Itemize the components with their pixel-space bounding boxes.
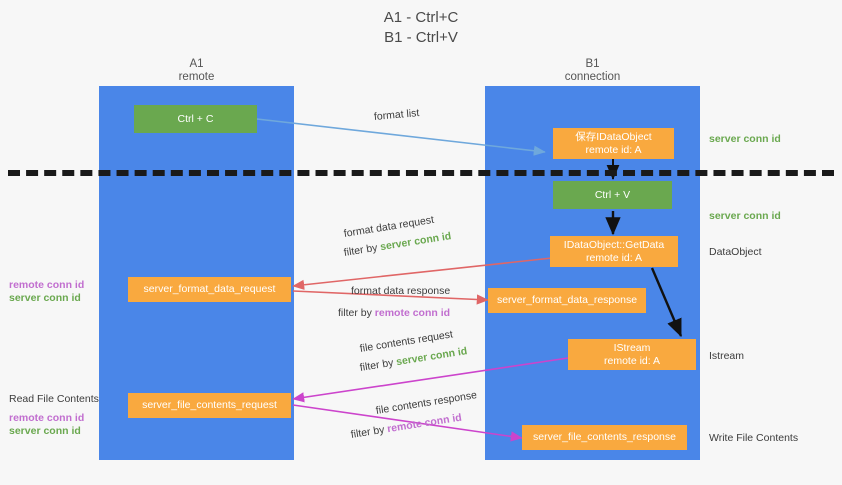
edge-label-format-data-response-line1: format data response [351, 285, 451, 297]
node-server-file-contents-response[interactable]: server_file_contents_response [522, 425, 687, 450]
annotation-conn-ids-left-lower: remote conn id server conn id [9, 412, 84, 438]
node-istream[interactable]: IStream remote id: A [568, 339, 696, 370]
annotation-server-conn-id: server conn id [9, 425, 81, 437]
edge-label-file-contents-response-line2: filter by remote conn id [350, 409, 478, 442]
edge-label-file-contents-request: file contents request filter by server c… [358, 328, 469, 375]
node-istream-line2: remote id: A [603, 354, 661, 367]
node-getdata-line1: IDataObject::GetData [563, 239, 665, 251]
column-header-b1: B1 connection [510, 58, 675, 84]
column-header-b1-name: B1 [585, 58, 600, 70]
node-ctrl-v[interactable]: Ctrl + V [553, 181, 672, 209]
edge-label-file-contents-response: file contents response filter by remote … [350, 389, 478, 442]
node-server-format-data-response-label: server_format_data_response [496, 294, 638, 307]
node-server-format-data-response[interactable]: server_format_data_response [488, 288, 646, 313]
edge-label-format-data-response-line2: filter by remote conn id [338, 307, 450, 320]
annotation-write-file-contents: Write File Contents [709, 432, 799, 444]
remote-conn-id-key: remote conn id [374, 307, 451, 319]
title-line-2: B1 - Ctrl+V [384, 29, 458, 46]
edge-label-format-list: format list [373, 107, 420, 123]
node-server-file-contents-response-label: server_file_contents_response [532, 431, 676, 444]
title-line-1: A1 - Ctrl+C [383, 9, 459, 26]
node-save-idataobject-line1: 保存IDataObject [575, 131, 652, 143]
column-header-a1: A1 remote [114, 58, 279, 84]
node-ctrl-c[interactable]: Ctrl + C [134, 105, 257, 133]
column-header-a1-name: A1 [189, 58, 204, 70]
annotation-istream: Istream [709, 350, 745, 362]
filter-by-text: filter by [349, 423, 389, 441]
annotation-remote-conn-id: remote conn id [9, 279, 85, 291]
annotation-remote-conn-id: remote conn id [9, 412, 85, 424]
node-getdata-line2: remote id: A [585, 251, 643, 264]
annotation-dataobject: DataObject [709, 246, 762, 258]
annotation-read-file-contents: Read File Contents [9, 393, 99, 405]
edge-label-format-data-request: format data request filter by server con… [342, 214, 453, 260]
node-ctrl-c-label: Ctrl + C [177, 112, 214, 125]
node-server-file-contents-request[interactable]: server_file_contents_request [128, 393, 291, 418]
phase-divider [8, 170, 834, 176]
filter-by-text: filter by [358, 356, 398, 374]
node-server-format-data-request-label: server_format_data_request [143, 283, 276, 296]
filter-by-text: filter by [338, 307, 375, 319]
column-header-b1-sub: connection [564, 71, 621, 83]
node-idataobject-getdata[interactable]: IDataObject::GetData remote id: A [550, 236, 678, 267]
edge-label-format-data-response: format data response filter by remote co… [338, 285, 451, 320]
diagram-title: A1 - Ctrl+C B1 - Ctrl+V [0, 8, 842, 48]
node-server-format-data-request[interactable]: server_format_data_request [128, 277, 291, 302]
filter-by-text: filter by [342, 241, 382, 259]
node-ctrl-v-label: Ctrl + V [594, 188, 631, 201]
annotation-conn-ids-left-upper: remote conn id server conn id [9, 279, 84, 305]
annotation-server-conn-id: server conn id [9, 292, 81, 304]
remote-conn-id-key: remote conn id [386, 411, 463, 436]
annotation-server-conn-id-mid: server conn id [709, 210, 781, 222]
node-save-idataobject-line2: remote id: A [585, 143, 642, 156]
column-header-a1-sub: remote [178, 71, 215, 83]
node-server-file-contents-request-label: server_file_contents_request [142, 399, 277, 412]
annotation-server-conn-id-top: server conn id [709, 133, 781, 145]
node-istream-line1: IStream [613, 342, 651, 354]
node-save-idataobject[interactable]: 保存IDataObject remote id: A [553, 128, 674, 159]
